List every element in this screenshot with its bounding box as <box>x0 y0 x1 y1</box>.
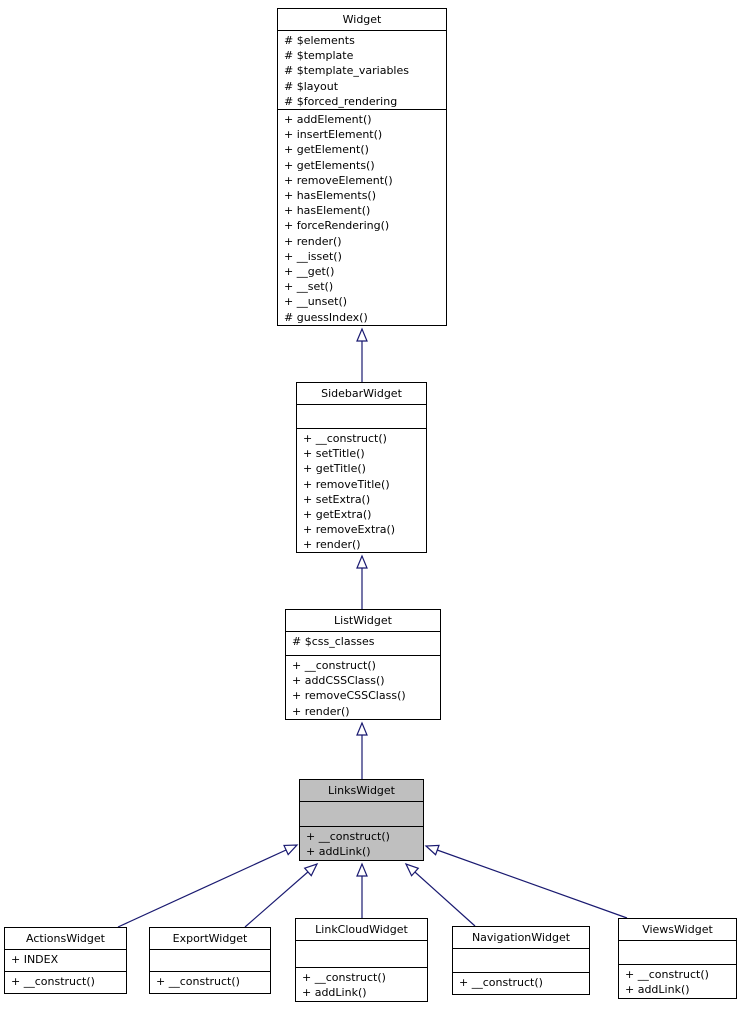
method-line: + hasElement() <box>284 204 371 218</box>
class-title: LinkCloudWidget <box>315 923 408 936</box>
class-title: ListWidget <box>334 614 392 627</box>
methods-section: + __construct() + addLink() <box>619 964 736 998</box>
edge-exportwidget-to-linkswidget <box>244 862 319 928</box>
method-line: + hasElements() <box>284 189 377 203</box>
attribute-line: # $layout <box>284 79 339 93</box>
class-title: ExportWidget <box>172 932 248 945</box>
method-line: + __construct() <box>292 659 376 672</box>
class-box-linkswidget[interactable]: LinksWidget + __construct() + addLink() <box>299 779 424 861</box>
methods-section: + __construct() <box>453 972 589 994</box>
attributes-section <box>296 940 427 967</box>
method-line: + __isset() <box>284 249 342 263</box>
attributes-section <box>453 948 589 972</box>
method-line: + setTitle() <box>303 447 365 461</box>
method-line: + getElement() <box>284 143 369 157</box>
method-line: + __construct() <box>302 971 386 984</box>
method-line: + __construct() <box>625 968 709 981</box>
method-line: + insertElement() <box>284 128 383 142</box>
method-line: + __unset() <box>284 295 348 309</box>
methods-section: + __construct() + addLink() <box>296 967 427 1001</box>
method-line: + removeCSSClass() <box>292 689 406 703</box>
class-title: NavigationWidget <box>471 931 571 944</box>
attributes-section <box>300 801 423 826</box>
methods-section: + __construct() + setTitle() + getTitle(… <box>297 428 426 552</box>
attributes-section <box>150 949 270 971</box>
method-line: + getElements() <box>284 158 375 172</box>
method-line: + __construct() <box>303 432 387 445</box>
methods-section: + __construct() + addLink() <box>300 826 423 860</box>
attribute-line: + INDEX <box>11 953 59 966</box>
attribute-line: # $forced_rendering <box>284 94 398 108</box>
method-line: + addLink() <box>625 983 690 997</box>
method-line: + render() <box>284 234 342 248</box>
method-line: + addCSSClass() <box>292 674 385 688</box>
method-line: # guessIndex() <box>284 310 368 324</box>
class-title: ActionsWidget <box>26 932 105 945</box>
methods-section: + addElement() + insertElement() + getEl… <box>278 109 446 325</box>
method-line: + forceRendering() <box>284 219 390 233</box>
method-line: + render() <box>303 538 361 552</box>
class-title: Widget <box>342 13 382 26</box>
class-box-sidebarwidget[interactable]: SidebarWidget + __construct() + setTitle… <box>296 382 427 553</box>
class-box-linkcloudwidget[interactable]: LinkCloudWidget + __construct() + addLin… <box>295 918 428 1002</box>
class-title: ViewsWidget <box>642 923 713 936</box>
method-line: + __construct() <box>306 830 390 843</box>
method-line: + removeElement() <box>284 173 393 187</box>
method-line: + addLink() <box>306 845 371 859</box>
class-box-listwidget[interactable]: ListWidget # $css_classes + __construct(… <box>285 609 441 720</box>
method-line: + __construct() <box>156 975 240 988</box>
edge-viewswidget-to-linkswidget <box>424 844 628 919</box>
class-box-navigationwidget[interactable]: NavigationWidget + __construct() <box>452 926 590 995</box>
method-line: + getExtra() <box>303 508 372 522</box>
attributes-section <box>619 940 736 964</box>
method-line: + __construct() <box>11 975 95 988</box>
edge-actionswidget-to-linkswidget <box>117 844 299 928</box>
methods-section: + __construct() <box>5 971 126 993</box>
method-line: + removeExtra() <box>303 523 396 537</box>
attributes-section: + INDEX <box>5 949 126 971</box>
methods-section: + __construct() + addCSSClass() + remove… <box>286 655 440 719</box>
attribute-line: # $template <box>284 49 354 63</box>
methods-section: + __construct() <box>150 971 270 993</box>
attributes-section <box>297 404 426 428</box>
method-line: + __set() <box>284 280 334 294</box>
attributes-section: # $css_classes <box>286 631 440 655</box>
method-line: + render() <box>292 704 350 718</box>
edge-navigationwidget-to-linkswidget <box>404 862 476 927</box>
class-title: LinksWidget <box>328 784 395 797</box>
method-line: + __construct() <box>459 976 543 989</box>
method-line: + addElement() <box>284 113 372 126</box>
method-line: + setExtra() <box>303 492 371 506</box>
method-line: + getTitle() <box>303 462 366 476</box>
method-line: + removeTitle() <box>303 477 390 491</box>
attribute-line: # $elements <box>284 34 355 47</box>
method-line: + addLink() <box>302 986 367 1000</box>
attribute-line: # $template_variables <box>284 64 409 78</box>
class-title: SidebarWidget <box>321 387 402 400</box>
attribute-line: # $css_classes <box>292 635 375 648</box>
class-box-actionswidget[interactable]: ActionsWidget + INDEX + __construct() <box>4 927 127 994</box>
method-line: + __get() <box>284 265 335 279</box>
class-box-exportwidget[interactable]: ExportWidget + __construct() <box>149 927 271 994</box>
class-box-widget[interactable]: Widget # $elements # $template # $templa… <box>277 8 447 326</box>
class-box-viewswidget[interactable]: ViewsWidget + __construct() + addLink() <box>618 918 737 999</box>
attributes-section: # $elements # $template # $template_vari… <box>278 30 446 109</box>
